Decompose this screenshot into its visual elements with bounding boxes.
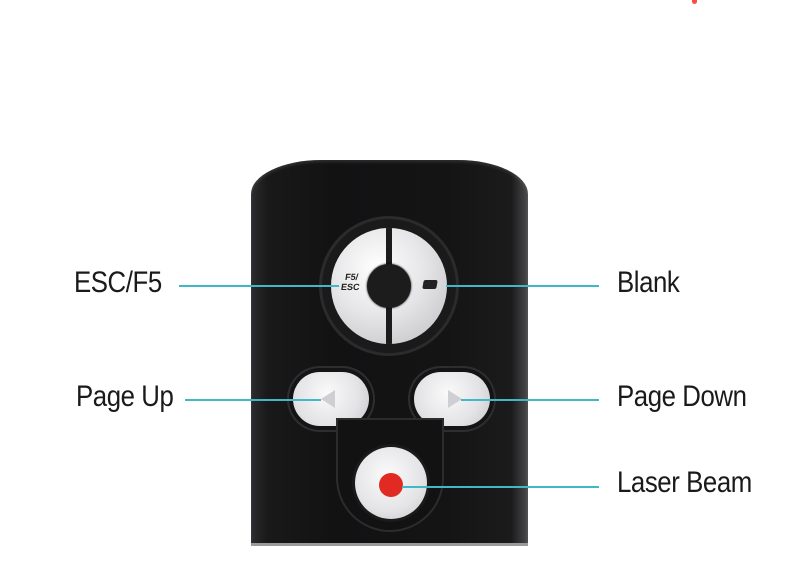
triangle-left-icon <box>321 390 335 408</box>
leader-esc-f5 <box>179 285 339 287</box>
leader-page-up <box>185 399 321 401</box>
label-esc-f5: ESC/F5 <box>74 266 162 299</box>
red-dot-icon <box>379 473 403 497</box>
dial-button[interactable]: F5/ ESC <box>331 228 447 344</box>
triangle-right-icon <box>448 390 462 408</box>
laser-button[interactable] <box>355 447 427 519</box>
leader-laser-beam <box>402 486 599 488</box>
leader-page-down <box>461 399 599 401</box>
label-blank: Blank <box>617 266 680 299</box>
leader-blank <box>446 285 599 287</box>
esc-f5-button-text: F5/ ESC <box>340 272 361 292</box>
page-up-button[interactable] <box>293 372 369 426</box>
label-page-up: Page Up <box>76 380 174 413</box>
label-laser-beam: Laser Beam <box>617 466 752 499</box>
label-page-down: Page Down <box>617 380 747 413</box>
red-mark <box>692 0 697 4</box>
dial-center <box>367 264 411 308</box>
blank-screen-icon <box>422 280 438 289</box>
